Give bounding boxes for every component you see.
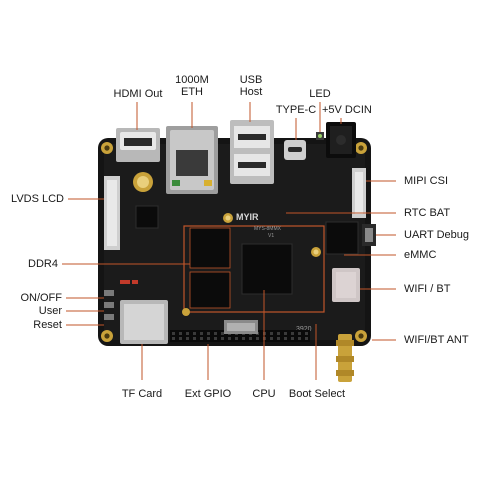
label-dcin: +5V DCIN (322, 104, 372, 116)
lvds-connector (104, 176, 120, 250)
gpio-pin (179, 337, 182, 340)
label-wifi-bt: WIFI / BT (404, 283, 451, 295)
mipi-csi-connector (352, 168, 366, 218)
board-number-silk: 3920 (296, 326, 312, 333)
gpio-pin (235, 337, 238, 340)
gpio-pin (214, 337, 217, 340)
label-ethernet: 1000M ETH (162, 74, 222, 98)
gpio-pin (207, 332, 210, 335)
mounting-holes (101, 142, 367, 342)
callout-lines (62, 102, 396, 380)
gpio-pin (200, 337, 203, 340)
emmc-chip (325, 221, 359, 255)
label-tf-card: TF Card (121, 388, 163, 400)
label-emmc: eMMC (404, 249, 437, 261)
small-parts (120, 280, 130, 284)
gpio-pin (193, 332, 196, 335)
label-mipi-csi: MIPI CSI (404, 175, 449, 187)
label-type-c: TYPE-C (275, 104, 317, 116)
label-boot-select: Boot Select (288, 388, 346, 400)
gpio-header-base (170, 330, 310, 342)
gpio-pin (270, 337, 273, 340)
label-wifi-bt-ant: WIFI/BT ANT (404, 334, 469, 346)
gpio-pin (277, 332, 280, 335)
label-reset: Reset (33, 319, 62, 331)
antenna-connector (336, 334, 354, 382)
label-usb-line1: USB (239, 74, 263, 86)
cpu-chip (241, 243, 293, 295)
gpio-pin (291, 332, 294, 335)
label-usb-host: USB Host (222, 74, 280, 98)
gpio-pin (221, 332, 224, 335)
gpio-pin (200, 332, 203, 335)
boot-select-switch (224, 320, 258, 334)
label-ethernet-line2: ETH (181, 86, 203, 98)
label-usb-line2: Host (239, 86, 263, 98)
gpio-pin (270, 332, 273, 335)
label-on-off: ON/OFF (20, 292, 62, 304)
label-cpu: CPU (252, 388, 276, 400)
label-ethernet-line1: 1000M (175, 74, 209, 86)
gpio-pin (249, 337, 252, 340)
hdmi-port (116, 128, 160, 162)
gpio-pin (305, 337, 308, 340)
label-rtc-bat: RTC BAT (404, 207, 451, 219)
gpio-pin (291, 337, 294, 340)
label-ext-gpio: Ext GPIO (184, 388, 232, 400)
label-lvds-lcd: LVDS LCD (11, 193, 64, 205)
type-c-port (284, 140, 306, 160)
gpio-pin (172, 332, 175, 335)
gpio-pin (284, 337, 287, 340)
dc-jack (326, 122, 356, 158)
gpio-pin (284, 332, 287, 335)
label-ddr4: DDR4 (28, 258, 58, 270)
usb-host-port (230, 120, 274, 184)
wifi-bt-module (332, 268, 360, 302)
gpio-pin (242, 337, 245, 340)
gpio-pin (228, 337, 231, 340)
gpio-pin (193, 337, 196, 340)
ethernet-port (166, 126, 218, 194)
version-silk: V1 (268, 233, 274, 239)
gpio-pin (186, 337, 189, 340)
gpio-pin (172, 337, 175, 340)
gpio-pin (221, 337, 224, 340)
label-uart-debug: UART Debug (404, 229, 470, 241)
uart-header (362, 224, 376, 246)
brand-silk: MYIR (236, 212, 259, 222)
gpio-pin (207, 337, 210, 340)
ddr4-chips (189, 227, 231, 309)
gpio-pin (298, 337, 301, 340)
label-user: User (38, 305, 62, 317)
capacitors (182, 213, 321, 316)
gpio-pin (305, 332, 308, 335)
label-led: LED (309, 88, 331, 100)
rtc-battery-holder (133, 172, 153, 192)
gpio-pin (277, 337, 280, 340)
tf-card-slot (120, 300, 168, 344)
small-parts (132, 280, 138, 284)
label-hdmi-out: HDMI Out (113, 88, 163, 100)
model-silk: MYS-8MMX (254, 226, 282, 232)
gpio-pin (179, 332, 182, 335)
side-buttons (104, 290, 114, 320)
led-component (316, 132, 324, 140)
small-chip (135, 205, 159, 229)
gpio-pin (186, 332, 189, 335)
som-outline (183, 225, 325, 313)
gpio-pin (256, 337, 259, 340)
gpio-pin (214, 332, 217, 335)
gpio-pin (298, 332, 301, 335)
